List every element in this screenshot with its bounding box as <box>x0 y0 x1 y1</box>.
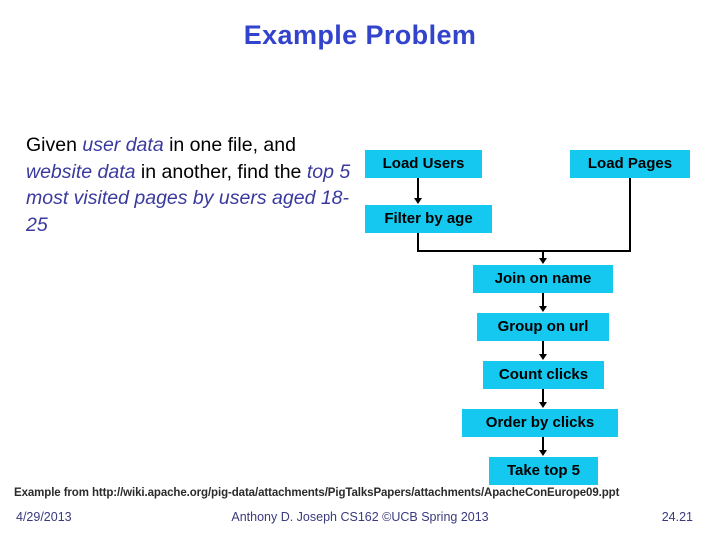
problem-line3-plain-a: find the <box>237 160 307 183</box>
flow-node-count-clicks[interactable]: Count clicks <box>483 361 604 389</box>
edge-group-to-count-line <box>542 341 544 355</box>
slide-footer: 4/29/2013 Anthony D. Joseph CS162 ©UCB S… <box>0 510 720 530</box>
edge-order-to-take-arrow <box>539 450 547 456</box>
edge-join-to-group-line <box>542 293 544 307</box>
edge-filter-to-merge-vertical <box>417 233 419 252</box>
edge-load-users-to-filter-arrow <box>414 198 422 204</box>
pig-dataflow-diagram: Load Users Load Pages Filter by age Join… <box>365 150 690 485</box>
edge-merge-horizontal-bus <box>417 250 631 252</box>
flow-node-filter-by-age[interactable]: Filter by age <box>365 205 492 233</box>
footer-attribution: Anthony D. Joseph CS162 ©UCB Spring 2013 <box>231 510 489 524</box>
edge-merge-to-join-line <box>542 250 544 259</box>
source-attribution: Example from http://wiki.apache.org/pig-… <box>14 487 620 499</box>
edge-merge-to-join-arrow <box>539 258 547 264</box>
flow-node-group-on-url[interactable]: Group on url <box>477 313 609 341</box>
footer-page-number: 24.21 <box>661 510 693 524</box>
footer-date: 4/29/2013 <box>16 510 72 524</box>
edge-order-to-take-line <box>542 437 544 451</box>
edge-load-pages-to-merge-vertical <box>629 178 631 252</box>
edge-count-to-order-arrow <box>539 402 547 408</box>
problem-line1-plain-b: in one file, <box>163 134 258 156</box>
flow-node-order-by-clicks[interactable]: Order by clicks <box>462 409 618 437</box>
page-title: Example Problem <box>243 20 477 50</box>
flow-node-take-top-5[interactable]: Take top 5 <box>489 457 598 485</box>
edge-group-to-count-arrow <box>539 354 547 360</box>
problem-line2-plain-a: and <box>263 134 296 156</box>
problem-statement: Given user data in one file, and website… <box>26 132 356 238</box>
problem-line2-plain-b: in another, <box>135 160 232 183</box>
flow-node-join-on-name[interactable]: Join on name <box>473 265 613 293</box>
edge-join-to-group-arrow <box>539 306 547 312</box>
problem-line4-emphasis: pages by users aged 18-25 <box>26 187 350 236</box>
problem-line3-emphasis: top 5 most visited <box>26 160 351 210</box>
problem-line2-emphasis: website data <box>26 160 136 183</box>
edge-load-users-to-filter-line <box>417 178 419 199</box>
flow-node-load-users[interactable]: Load Users <box>365 150 482 178</box>
problem-line1-plain-a: Given <box>26 134 83 156</box>
edge-count-to-order-line <box>542 389 544 403</box>
flow-node-load-pages[interactable]: Load Pages <box>570 150 690 178</box>
problem-line1-emphasis: user data <box>82 134 164 156</box>
